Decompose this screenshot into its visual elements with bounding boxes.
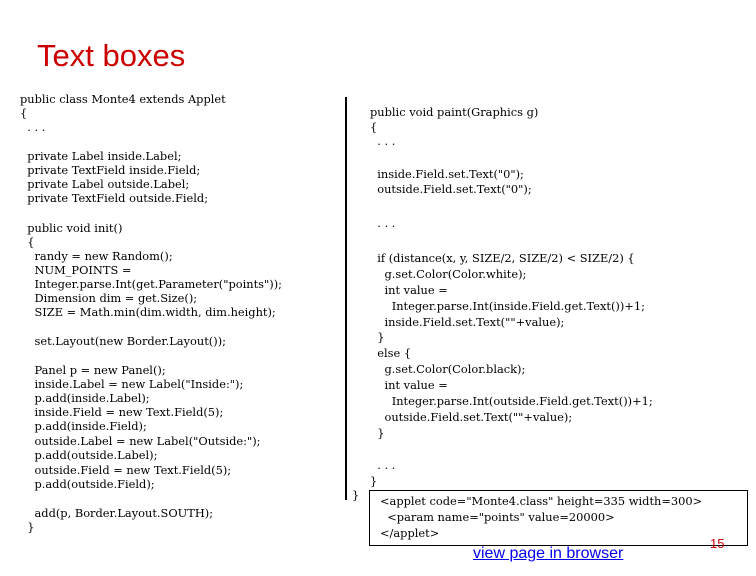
code-line: else { [370, 346, 412, 360]
code-line: { [370, 120, 378, 134]
code-line: outside.Label = new Label("Outside:"); [20, 434, 261, 448]
code-line: p.add(outside.Label); [20, 448, 158, 462]
code-line: if (distance(x, y, SIZE/2, SIZE/2) < SIZ… [370, 251, 635, 265]
code-line: } [370, 474, 378, 488]
code-line: Integer.parse.Int(inside.Field.get.Text(… [370, 299, 645, 313]
code-line: Integer.parse.Int(outside.Field.get.Text… [370, 394, 653, 408]
code-line: public class Monte4 extends Applet [20, 92, 226, 106]
column-divider [345, 97, 347, 500]
code-line: public void paint(Graphics g) [370, 105, 539, 119]
code-line: add(p, Border.Layout.SOUTH); [20, 506, 214, 520]
code-line: SIZE = Math.min(dim.width, dim.height); [20, 305, 276, 319]
code-line: { [20, 106, 28, 120]
code-line: NUM_POINTS = [20, 263, 132, 277]
code-line: p.add(inside.Label); [20, 391, 150, 405]
code-line: . . . [370, 458, 396, 472]
code-line: inside.Field.set.Text("0"); [370, 167, 524, 181]
right-code-block: public void paint(Graphics g) { . . . in… [0, 0, 653, 502]
code-line: } [370, 426, 385, 440]
code-line: g.set.Color(Color.white); [370, 267, 527, 281]
code-line: randy = new Random(); [20, 249, 173, 263]
code-line: Integer.parse.Int(get.Parameter("points"… [20, 277, 282, 291]
applet-tag-box [369, 490, 748, 546]
code-line: <applet code="Monte4.class" height=335 w… [380, 494, 703, 508]
applet-tag-code: <applet code="Monte4.class" height=335 w… [0, 0, 702, 540]
code-line: private Label inside.Label; [20, 149, 182, 163]
code-line: outside.Field = new Text.Field(5); [20, 463, 232, 477]
code-line: private Label outside.Label; [20, 177, 190, 191]
slide-title: Text boxes [37, 38, 186, 73]
code-line: set.Layout(new Border.Layout()); [20, 334, 226, 348]
code-line: </applet> [380, 526, 440, 540]
code-line: p.add(outside.Field); [20, 477, 155, 491]
code-line: private TextField inside.Field; [20, 163, 201, 177]
class-closing-brace: } [352, 488, 360, 502]
code-line: } [20, 520, 35, 534]
page-number: 15 [710, 536, 725, 551]
left-code-block: public class Monte4 extends Applet { . .… [0, 0, 282, 534]
code-line: g.set.Color(Color.black); [370, 362, 526, 376]
code-line: public void init() [20, 221, 123, 235]
code-line: int value = [370, 283, 448, 297]
code-line: } [370, 330, 385, 344]
code-line: . . . [20, 120, 46, 134]
code-line: inside.Field = new Text.Field(5); [20, 405, 224, 419]
code-line: p.add(inside.Field); [20, 419, 147, 433]
code-line: Dimension dim = get.Size(); [20, 291, 198, 305]
code-line: <param name="points" value=20000> [380, 510, 615, 524]
code-line: inside.Field.set.Text(""+value); [370, 315, 565, 329]
code-line: { [20, 235, 35, 249]
code-line: Panel p = new Panel(); [20, 363, 166, 377]
code-line: int value = [370, 378, 448, 392]
code-line: . . . [370, 216, 396, 230]
code-line: inside.Label = new Label("Inside:"); [20, 377, 244, 391]
code-line: . . . [370, 134, 396, 148]
view-page-link[interactable]: view page in browser [473, 545, 624, 562]
code-line: private TextField outside.Field; [20, 191, 209, 205]
code-line: outside.Field.set.Text("0"); [370, 182, 532, 196]
code-line: outside.Field.set.Text(""+value); [370, 410, 573, 424]
